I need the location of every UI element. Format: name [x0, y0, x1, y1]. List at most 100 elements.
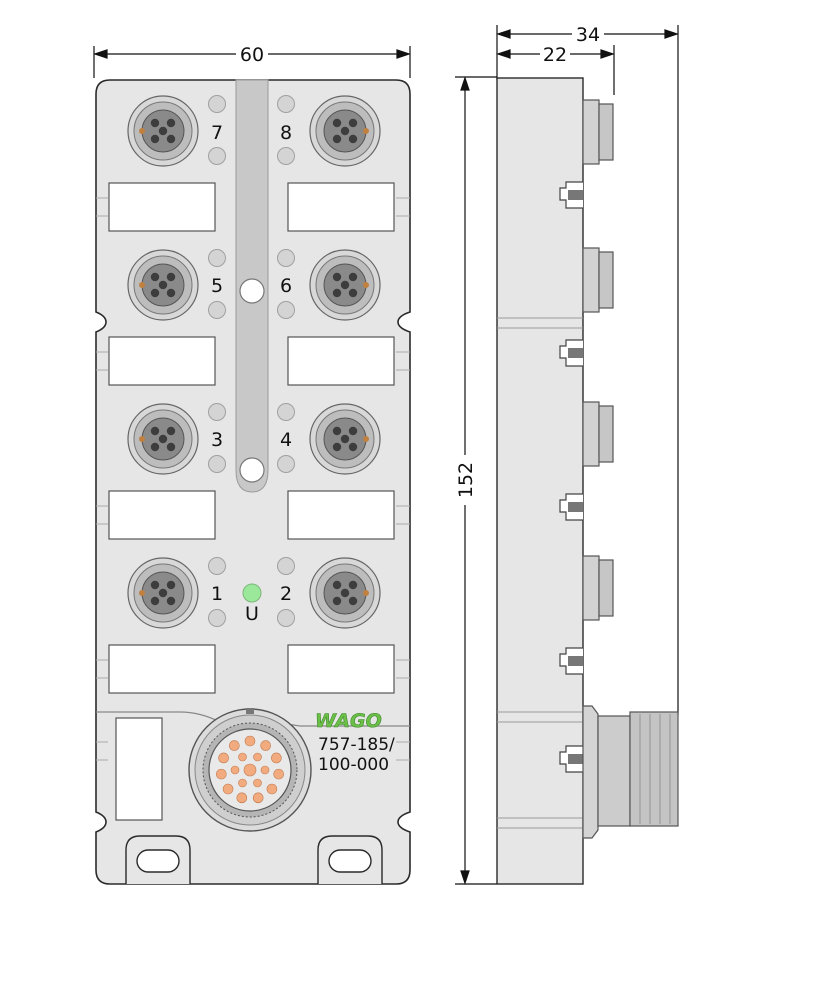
port-number-label: 3	[211, 429, 223, 451]
dimension-depth-body-label: 22	[543, 44, 567, 66]
m12-connector	[127, 557, 199, 629]
connector-pin-socket	[150, 118, 160, 128]
dimension-width-label: 60	[240, 44, 264, 66]
model-number-line1: 757-185/	[318, 735, 395, 755]
connector-pin-socket	[332, 580, 342, 590]
connector-pin-socket	[166, 426, 176, 436]
dimension-width	[93, 46, 411, 78]
side-clip-notch	[568, 190, 583, 200]
label-field	[108, 182, 216, 232]
port-number-label: 2	[280, 583, 292, 605]
connector-pin-socket	[348, 442, 358, 452]
connector-key	[363, 282, 369, 288]
connector-pin-socket	[150, 134, 160, 144]
bus-pin	[236, 792, 248, 804]
dimension-depth-body	[496, 45, 615, 95]
connector-pin-socket	[166, 272, 176, 282]
connector-pin-socket	[166, 118, 176, 128]
label-field	[287, 490, 395, 540]
mounting-lug-right	[317, 835, 383, 884]
status-led	[208, 249, 226, 267]
connector-pin-socket	[150, 272, 160, 282]
status-led	[208, 557, 226, 575]
connector-pin-socket	[348, 118, 358, 128]
side-ribs	[96, 197, 410, 761]
side-clip-notch	[568, 656, 583, 666]
status-led	[277, 147, 295, 165]
connector-pin-socket	[166, 580, 176, 590]
connector-pin-socket	[166, 596, 176, 606]
connector-pin-socket	[150, 580, 160, 590]
bus-pin	[253, 778, 262, 788]
mounting-lug-left	[125, 835, 191, 884]
connector-pin-socket	[348, 288, 358, 298]
side-connector-collar	[582, 401, 600, 467]
port-number-label: 6	[280, 275, 292, 297]
status-led	[277, 455, 295, 473]
dimension-depth-total	[496, 25, 679, 715]
side-connectors	[559, 99, 614, 773]
bus-pin	[266, 783, 278, 795]
label-field	[108, 336, 216, 386]
label-field	[108, 490, 216, 540]
connector-pin-socket	[348, 596, 358, 606]
label-fields	[108, 182, 395, 694]
bus-pin	[253, 752, 262, 762]
side-view	[496, 77, 679, 885]
side-clip-notch	[568, 502, 583, 512]
io-connectors	[127, 95, 381, 629]
bus-pin	[252, 792, 264, 804]
connector-pin-socket	[150, 426, 160, 436]
bus-pin	[222, 783, 234, 795]
dimension-depth-total-label: 34	[576, 24, 600, 46]
power-led	[242, 583, 262, 603]
side-clip-notch	[568, 348, 583, 358]
port-number-label: 4	[280, 429, 292, 451]
status-led	[208, 147, 226, 165]
connector-pin-socket	[332, 426, 342, 436]
side-connector-thread	[598, 405, 614, 463]
bus-connector-pins	[215, 735, 285, 804]
bus-connector	[188, 708, 312, 832]
status-led	[208, 403, 226, 421]
m12-connector	[309, 557, 381, 629]
m12-connector	[127, 403, 199, 475]
status-led	[277, 557, 295, 575]
model-number-line2: 100-000	[318, 755, 389, 775]
connector-pin-socket	[158, 280, 168, 290]
connector-pin-socket	[332, 596, 342, 606]
m12-connector	[309, 249, 381, 321]
connector-pin-socket	[332, 272, 342, 282]
side-connector-thread	[598, 559, 614, 617]
connector-key	[139, 282, 145, 288]
connector-pin-socket	[166, 134, 176, 144]
connector-key	[139, 590, 145, 596]
status-led	[208, 455, 226, 473]
bus-pin	[215, 768, 227, 780]
side-clip-notch	[568, 754, 583, 764]
status-led	[277, 609, 295, 627]
connector-pin-socket	[150, 596, 160, 606]
status-led	[277, 301, 295, 319]
side-clip	[559, 339, 583, 367]
connector-pin-socket	[332, 288, 342, 298]
status-led	[208, 95, 226, 113]
bus-pin	[244, 735, 256, 747]
bus-pin	[243, 763, 257, 777]
label-field	[287, 182, 395, 232]
brand-text: WAGO	[315, 710, 382, 732]
port-number-label: 5	[211, 275, 223, 297]
bus-pin	[260, 740, 271, 751]
connector-key	[363, 590, 369, 596]
bus-pin	[230, 765, 240, 775]
status-led	[277, 249, 295, 267]
connector-pin-socket	[348, 580, 358, 590]
connector-pin-socket	[332, 134, 342, 144]
connector-key	[363, 436, 369, 442]
status-led	[277, 403, 295, 421]
bottom-label-field	[115, 717, 163, 821]
connector-pin-socket	[340, 588, 350, 598]
side-clip	[559, 493, 583, 521]
bus-pin	[273, 768, 285, 780]
connector-pin-socket	[150, 442, 160, 452]
